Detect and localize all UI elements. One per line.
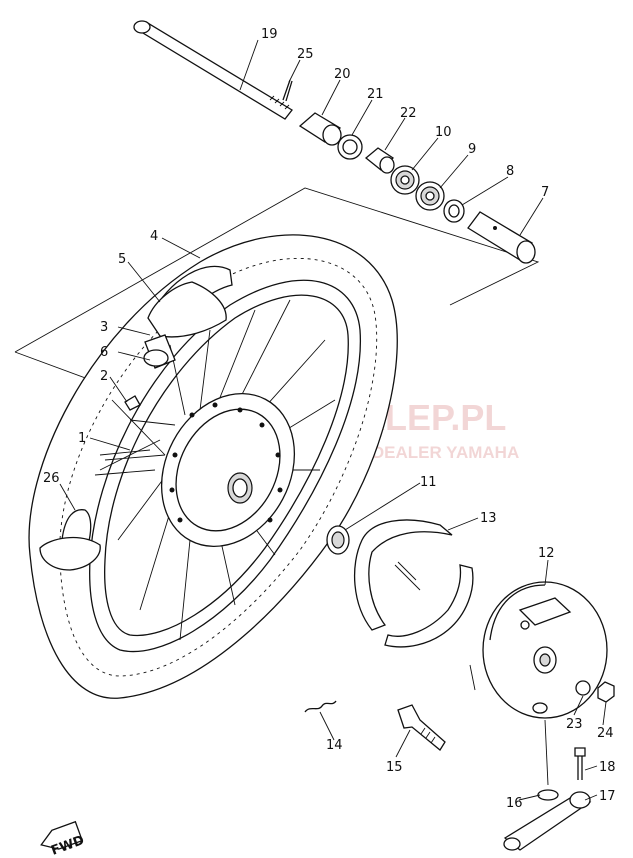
callout-7: 7: [541, 185, 549, 200]
right-collar: [467, 211, 536, 264]
speedometer-gear-housing: [39, 509, 101, 571]
forward-arrow-icon: FWD: [40, 820, 87, 858]
bearing-left: [390, 165, 420, 195]
leader-lines: [59, 39, 607, 801]
brake-shoes: [353, 519, 474, 648]
callout-1: 1: [78, 431, 86, 446]
cotter-pin: [282, 79, 293, 102]
spoke-nipple: [124, 395, 141, 411]
washer: [575, 680, 591, 696]
callout-18: 18: [599, 760, 616, 775]
rim-band: [147, 265, 233, 340]
callout-11: 11: [420, 475, 437, 490]
callout-10: 10: [435, 125, 452, 140]
callout-24: 24: [597, 726, 614, 741]
callout-15: 15: [386, 760, 403, 775]
lever-bolt: [574, 747, 586, 780]
brake-camshaft: [397, 704, 446, 751]
callout-13: 13: [480, 511, 497, 526]
tube-valve: [143, 334, 176, 369]
callout-2: 2: [100, 369, 108, 384]
callout-5: 5: [118, 252, 126, 267]
cam-lever: [503, 791, 592, 851]
callout-9: 9: [468, 142, 476, 157]
callout-8: 8: [506, 164, 514, 179]
callout-4: 4: [150, 229, 158, 244]
callout-25: 25: [297, 47, 314, 62]
callout-26: 26: [43, 471, 60, 486]
callout-19: 19: [261, 27, 278, 42]
callout-20: 20: [334, 67, 351, 82]
oil-seal: [337, 134, 363, 160]
front-axle: [133, 20, 293, 120]
callout-17: 17: [599, 789, 616, 804]
callout-16: 16: [506, 796, 523, 811]
callout-12: 12: [538, 546, 555, 561]
callouts: 19 25 20 21 22 10 9 8 7 4 5 3 6 2 1 26 1…: [43, 27, 616, 811]
brake-plate: [482, 581, 608, 719]
hub-bearing: [326, 525, 350, 555]
spacer: [364, 147, 395, 174]
callout-21: 21: [367, 87, 384, 102]
return-spring: [304, 700, 337, 713]
callout-23: 23: [566, 717, 583, 732]
callout-22: 22: [400, 106, 417, 121]
seal-right: [443, 199, 465, 223]
castle-nut: [597, 681, 615, 703]
callout-6: 6: [100, 345, 108, 360]
bearing-right: [415, 181, 445, 211]
axle-collar: [298, 112, 342, 146]
rim: [104, 294, 349, 637]
cam-washer: [537, 789, 559, 801]
callout-14: 14: [326, 738, 343, 753]
hub: [160, 392, 296, 548]
callout-3: 3: [100, 320, 108, 335]
